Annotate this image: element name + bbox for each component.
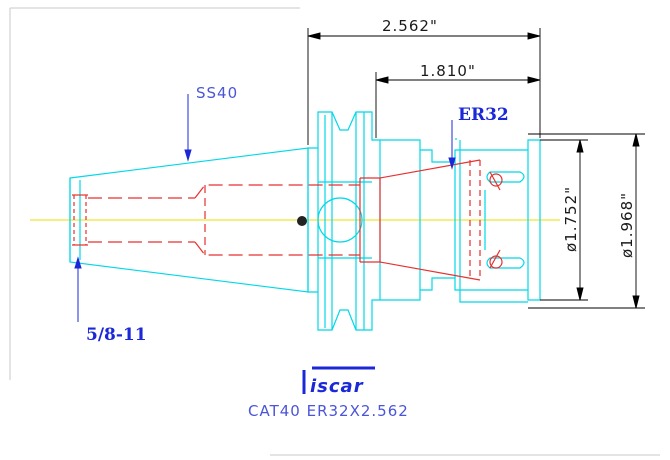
dim-overall-length: 2.562" [382, 17, 438, 35]
label-collet: ER32 [458, 105, 509, 125]
label-thread: 5/8-11 [86, 325, 147, 345]
flange-outline [307, 111, 381, 331]
dim-diameter-inner: ø1.752" [562, 186, 580, 252]
label-taper: SS40 [196, 84, 238, 102]
annotation-leaders [74, 94, 456, 322]
body-outline [380, 138, 541, 303]
dim-diameter-outer: ø1.968" [618, 192, 636, 258]
logo-text: iscar [310, 376, 364, 397]
hidden-lines [72, 159, 503, 281]
brand-logo: iscar [302, 366, 375, 397]
drawing-caption: CAT40 ER32X2.562 [248, 402, 409, 420]
dimension-lines [307, 28, 645, 309]
center-marker [297, 216, 307, 226]
dim-inner-length: 1.810" [420, 62, 476, 80]
